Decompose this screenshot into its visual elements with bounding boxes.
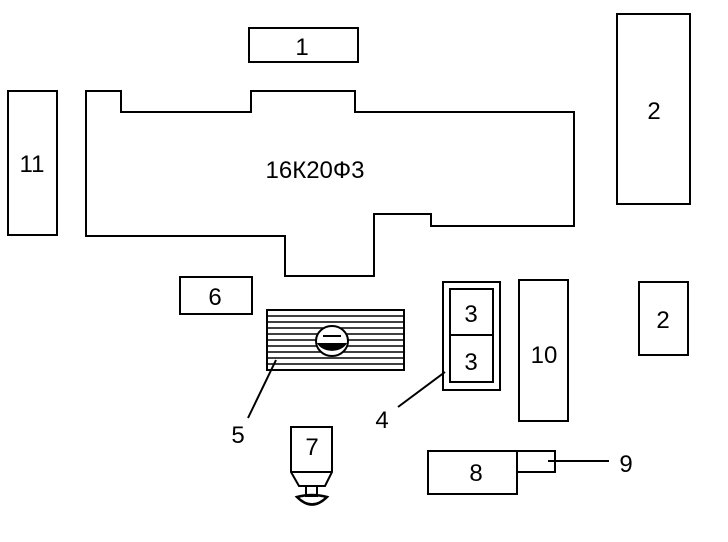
label-1: 1 (295, 34, 308, 61)
label-11: 11 (20, 151, 45, 178)
label-2-bottom: 2 (656, 307, 669, 334)
box-6: 6 (179, 276, 253, 315)
chair-7: 7 (290, 426, 333, 506)
label-4: 4 (375, 407, 388, 434)
pointer-9: 9 (548, 451, 633, 478)
label-9: 9 (619, 451, 632, 478)
label-3-bottom: 3 (464, 349, 477, 376)
box-1: 1 (248, 27, 359, 63)
machine-label: 16К20Ф3 (266, 157, 365, 184)
label-2-top: 2 (647, 98, 660, 125)
operator-icon (315, 325, 349, 357)
label-10: 10 (531, 342, 558, 369)
label-7: 7 (305, 434, 318, 461)
box-8: 8 (427, 450, 556, 495)
box-2-bottom: 2 (638, 281, 689, 356)
label-8: 8 (469, 460, 482, 487)
label-3-top: 3 (464, 301, 477, 328)
machine-16k20f3: 16К20Ф3 (85, 90, 575, 277)
box-10: 10 (518, 279, 569, 422)
label-5: 5 (231, 422, 244, 449)
box-11: 11 (7, 90, 58, 236)
box-2-top: 2 (616, 13, 691, 205)
grated-floor-5: 5 (231, 309, 405, 449)
rack-4: 3 3 4 (375, 281, 501, 434)
label-6: 6 (208, 284, 221, 311)
